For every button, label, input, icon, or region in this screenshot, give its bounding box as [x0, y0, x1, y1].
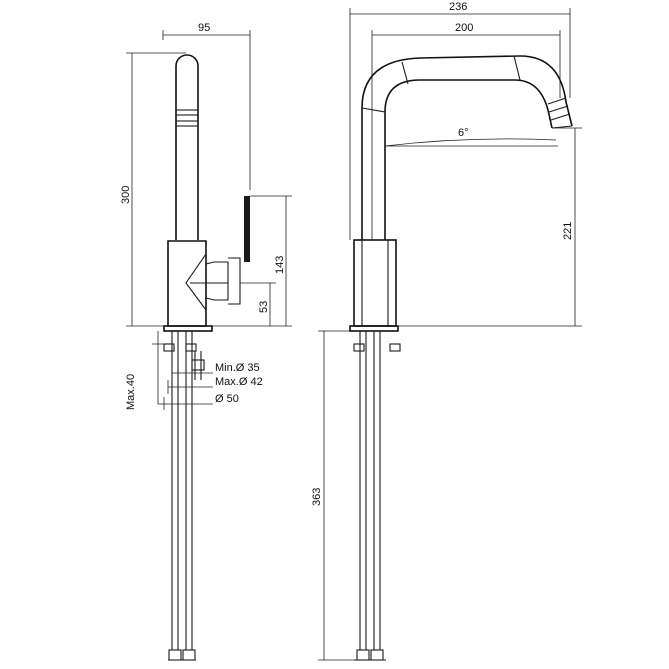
dim-363: 363 — [311, 488, 323, 506]
front-view-faucet — [349, 55, 573, 661]
dim-min-hole: Min.Ø 35 — [215, 362, 260, 374]
dim-143: 143 — [274, 256, 286, 274]
dim-53: 53 — [258, 301, 270, 313]
dim-221: 221 — [562, 222, 574, 240]
dim-max-deck: Max.40 — [125, 374, 137, 410]
front-view-dimensions — [318, 8, 582, 661]
dim-200: 200 — [455, 22, 473, 34]
dim-300: 300 — [120, 186, 132, 204]
dim-base-diameter: Ø 50 — [215, 393, 239, 405]
dim-236: 236 — [449, 1, 467, 13]
side-view-dimensions — [126, 30, 292, 410]
dim-max-hole: Max.Ø 42 — [215, 376, 263, 388]
side-view-labels: 95 300 143 53 Max.40 Min.Ø 35 Max.Ø 42 Ø… — [120, 22, 286, 410]
front-view-labels: 236 200 6° 221 363 — [311, 1, 574, 506]
side-view-faucet — [163, 54, 250, 661]
dim-95: 95 — [198, 22, 210, 34]
dim-angle: 6° — [458, 127, 469, 139]
